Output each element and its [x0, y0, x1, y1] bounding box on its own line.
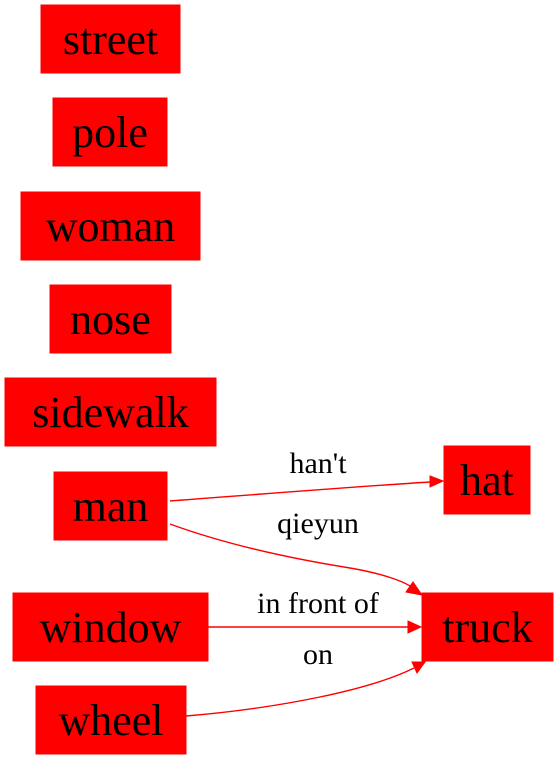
edge-label-in-front-of: in front of [257, 587, 379, 620]
edge-wheel-truck-arrowhead [411, 661, 426, 674]
edge-wheel-truck-line [185, 667, 415, 717]
edge-window-truck: in front of [208, 587, 423, 634]
node-woman: woman [20, 191, 201, 261]
node-label-window: window [40, 603, 182, 652]
node-sidewalk: sidewalk [4, 377, 217, 447]
edge-label-on: on [303, 638, 333, 671]
node-label-wheel: wheel [58, 696, 163, 745]
node-label-truck: truck [442, 603, 532, 652]
edge-man-truck: qieyun [169, 507, 424, 596]
node-label-pole: pole [72, 108, 148, 157]
edge-wheel-truck: on [185, 638, 426, 717]
edge-man-hat-line [169, 481, 431, 502]
node-wheel: wheel [35, 685, 187, 755]
edge-man-truck-line [169, 523, 414, 589]
node-street: street [40, 4, 181, 74]
node-nose: nose [49, 284, 172, 354]
node-label-street: street [63, 15, 158, 64]
edge-man-truck-arrowhead [405, 581, 424, 596]
node-man: man [53, 471, 168, 541]
node-pole: pole [52, 97, 168, 167]
edges: han't qieyun in front of on [169, 447, 445, 717]
nodes: street pole woman nose sidewalk man wind… [4, 4, 554, 755]
node-label-woman: woman [46, 202, 176, 251]
edge-man-hat-arrowhead [429, 475, 445, 488]
node-hat: hat [443, 445, 531, 515]
node-label-sidewalk: sidewalk [32, 388, 188, 437]
node-window: window [12, 592, 209, 662]
edge-label-qieyun: qieyun [277, 507, 359, 540]
node-label-nose: nose [70, 295, 151, 344]
node-label-hat: hat [460, 456, 514, 505]
node-label-man: man [73, 482, 149, 531]
edge-label-han-t: han't [289, 447, 347, 480]
edge-window-truck-arrowhead [407, 620, 423, 634]
node-truck: truck [421, 592, 554, 662]
edge-man-hat: han't [169, 447, 445, 502]
